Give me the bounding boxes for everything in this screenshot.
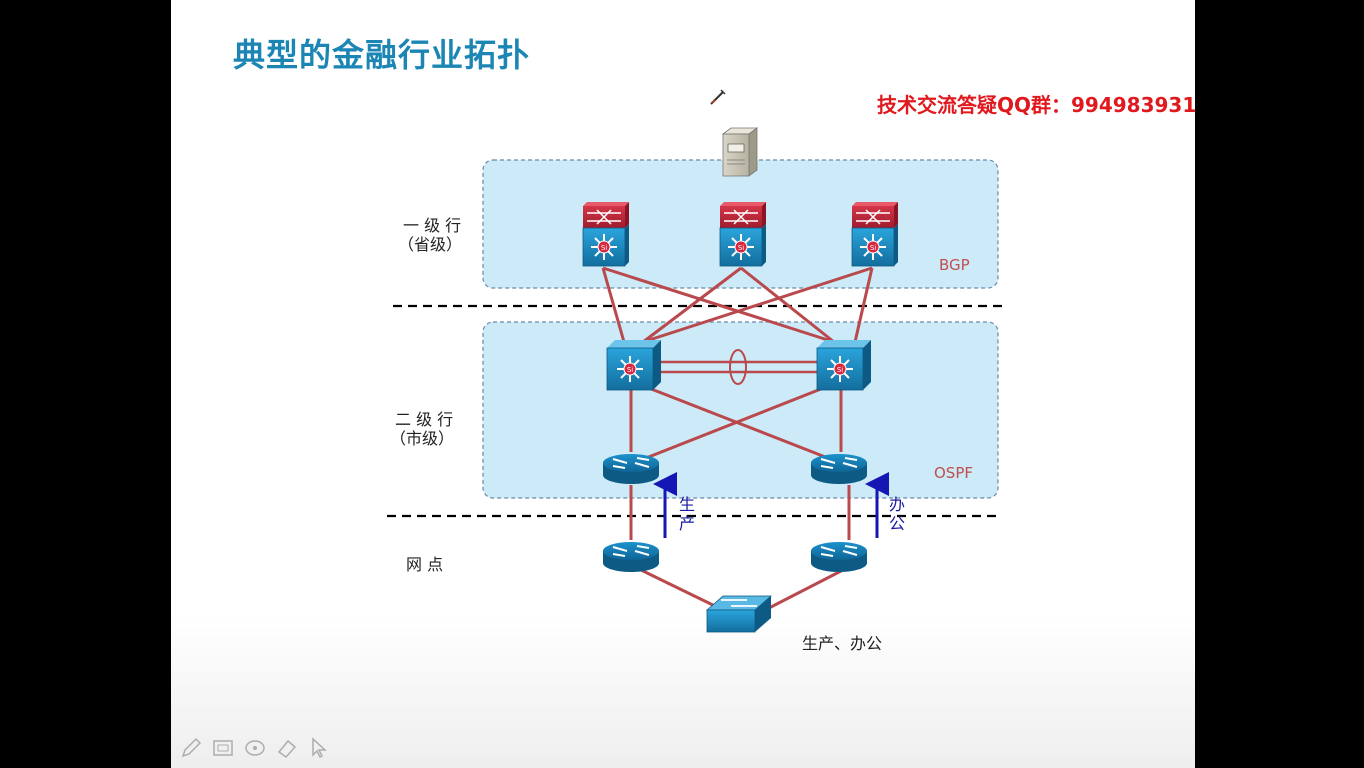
city-router-1 <box>602 453 660 485</box>
link <box>740 266 835 344</box>
city-core-switch-1 <box>607 340 661 390</box>
branch-router-1 <box>602 541 660 573</box>
link <box>640 568 720 610</box>
provincial-firewall-switch-3 <box>852 202 898 266</box>
branch-access-switch <box>706 595 772 633</box>
link <box>640 383 832 462</box>
laser-pointer-icon[interactable] <box>211 736 235 760</box>
tier2-label-line1: 二 级 行 <box>395 410 453 429</box>
server-icon <box>721 127 759 177</box>
link <box>853 267 874 343</box>
ospf-zone-label: OSPF <box>934 464 973 482</box>
tier3-label: 网 点 <box>406 555 443 574</box>
tier2-label-line2: （市级） <box>390 429 454 448</box>
etherchannel <box>661 349 817 385</box>
network-links <box>601 266 874 610</box>
slideshow-pen-toolbar <box>179 736 331 760</box>
pen-icon[interactable] <box>179 736 203 760</box>
presentation-slide: 典型的金融行业拓扑 技术交流答疑QQ群：994983931 <box>171 0 1195 768</box>
production-flow-label-1: 生 <box>679 495 695 514</box>
link <box>601 267 626 343</box>
provincial-firewall-switch-1 <box>583 202 629 266</box>
office-flow-label-1: 办 <box>889 495 905 514</box>
pen-cursor-icon <box>710 89 726 105</box>
highlighter-icon[interactable] <box>243 736 267 760</box>
bgp-zone-label: BGP <box>939 256 970 274</box>
slide-title: 典型的金融行业拓扑 <box>233 36 531 74</box>
branch-router-2 <box>810 541 868 573</box>
eraser-icon[interactable] <box>275 736 299 760</box>
production-flow-label-2: 产 <box>679 514 695 533</box>
qq-group-note: 技术交流答疑QQ群：994983931 <box>877 93 1195 117</box>
access-caption: 生产、办公 <box>802 634 882 653</box>
office-flow-label-2: 公 <box>889 514 905 533</box>
tier1-label-line2: （省级） <box>398 235 462 254</box>
link <box>642 266 873 344</box>
link <box>768 568 844 610</box>
link <box>602 266 835 344</box>
network-topology-diagram: Si <box>387 89 1003 653</box>
arrow-pointer-icon[interactable] <box>307 736 331 760</box>
provincial-firewall-switch-2 <box>720 202 766 266</box>
ospf-zone <box>482 321 999 499</box>
tier1-label-line1: 一 级 行 <box>403 216 461 235</box>
city-core-switch-2 <box>817 340 871 390</box>
city-router-2 <box>810 453 868 485</box>
link <box>642 266 742 344</box>
